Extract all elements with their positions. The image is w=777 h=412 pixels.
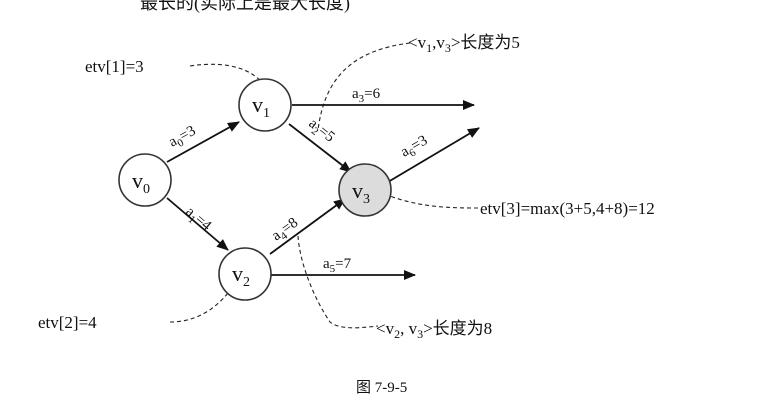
edge-a4: [269, 198, 346, 255]
edge-a0: [166, 121, 240, 163]
edge-label-a0: a0=3: [166, 123, 200, 153]
edge-label-a3: a3=6: [352, 86, 381, 105]
node-v1: v1: [238, 78, 292, 132]
edge-label-a5: a5=7: [323, 256, 352, 275]
edge-label-a2: a2=5: [304, 116, 338, 148]
annotation-etv1: etv[1]=3: [85, 57, 144, 76]
svg-text:v0: v0: [132, 168, 150, 197]
svg-text:v2: v2: [232, 261, 250, 290]
annotation-len-v1-v3: <v1,v3>长度为5: [408, 33, 520, 55]
figure-caption: 图 7-9-5: [356, 379, 407, 396]
edge-a2: [288, 123, 352, 173]
svg-text:v1: v1: [252, 92, 270, 121]
edge-a6: [387, 127, 480, 183]
annotation-etv3: etv[3]=max(3+5,4+8)=12: [480, 199, 655, 218]
svg-text:v3: v3: [352, 178, 370, 207]
leader-len23: [297, 235, 379, 329]
edge-label-a4: a4=8: [269, 215, 303, 247]
edge-label-a1: a1=4: [181, 204, 215, 237]
annotation-etv2: etv[2]=4: [38, 313, 97, 332]
leader-len13: [317, 42, 411, 131]
annotation-len-v2-v3: <v2, v3>长度为8: [376, 319, 492, 341]
node-v0: v0: [118, 153, 172, 207]
top-cutoff-text: 最长的(实际上是最大长度): [140, 0, 350, 14]
leader-etv3: [371, 187, 479, 209]
node-v2: v2: [218, 247, 272, 301]
node-v3: v3: [338, 163, 392, 217]
edge-a1: [166, 197, 229, 251]
